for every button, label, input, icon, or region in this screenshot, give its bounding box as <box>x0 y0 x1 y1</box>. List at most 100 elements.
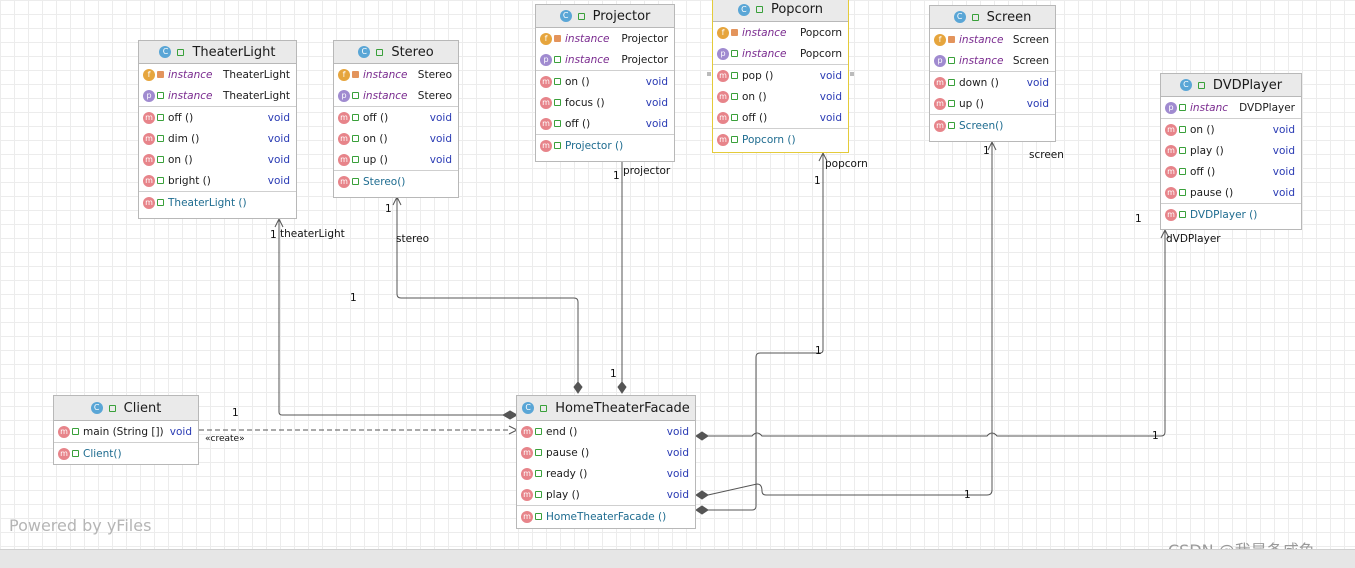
public-icon <box>554 99 561 106</box>
ctor-row[interactable]: m Screen() <box>930 115 1055 136</box>
method-icon: m <box>934 119 946 132</box>
selection-handle[interactable] <box>707 72 711 76</box>
class-icon: C <box>358 46 371 58</box>
method-icon: m <box>717 111 729 124</box>
ctor-name: Screen() <box>959 119 1004 132</box>
static-field-icon: f <box>540 32 552 45</box>
field-row[interactable]: p instance Screen <box>930 50 1055 71</box>
public-icon <box>157 156 164 163</box>
method-icon: m <box>934 76 946 89</box>
method-type: void <box>267 132 290 145</box>
field-name: instance <box>959 54 1004 67</box>
method-icon: m <box>717 133 729 146</box>
method-name: pause () <box>1190 186 1234 199</box>
field-name: instance <box>363 68 408 81</box>
class-header[interactable]: C Popcorn <box>713 0 848 22</box>
method-icon: m <box>143 111 155 124</box>
ctor-section: m Screen() <box>930 115 1055 136</box>
field-type: Screen <box>1012 54 1049 67</box>
class-name: Popcorn <box>770 2 824 17</box>
method-icon: m <box>1165 144 1177 157</box>
method-name: off () <box>363 111 389 124</box>
public-icon <box>177 48 185 56</box>
class-icon: C <box>737 3 750 16</box>
method-icon: m <box>1165 208 1177 221</box>
method-name: on () <box>168 153 193 166</box>
method-type: void <box>666 446 689 459</box>
property-icon: p <box>934 54 946 67</box>
ctor-name: TheaterLight () <box>168 196 247 209</box>
selection-handle[interactable] <box>850 72 854 76</box>
public-icon <box>1179 147 1186 154</box>
multiplicity-label: 1 <box>270 229 277 241</box>
method-icon: m <box>934 97 946 110</box>
method-name: bright () <box>168 174 211 187</box>
method-icon: m <box>1165 123 1177 136</box>
arrow-head <box>1160 228 1170 239</box>
method-name: focus () <box>565 96 605 109</box>
property-icon: p <box>717 47 729 60</box>
